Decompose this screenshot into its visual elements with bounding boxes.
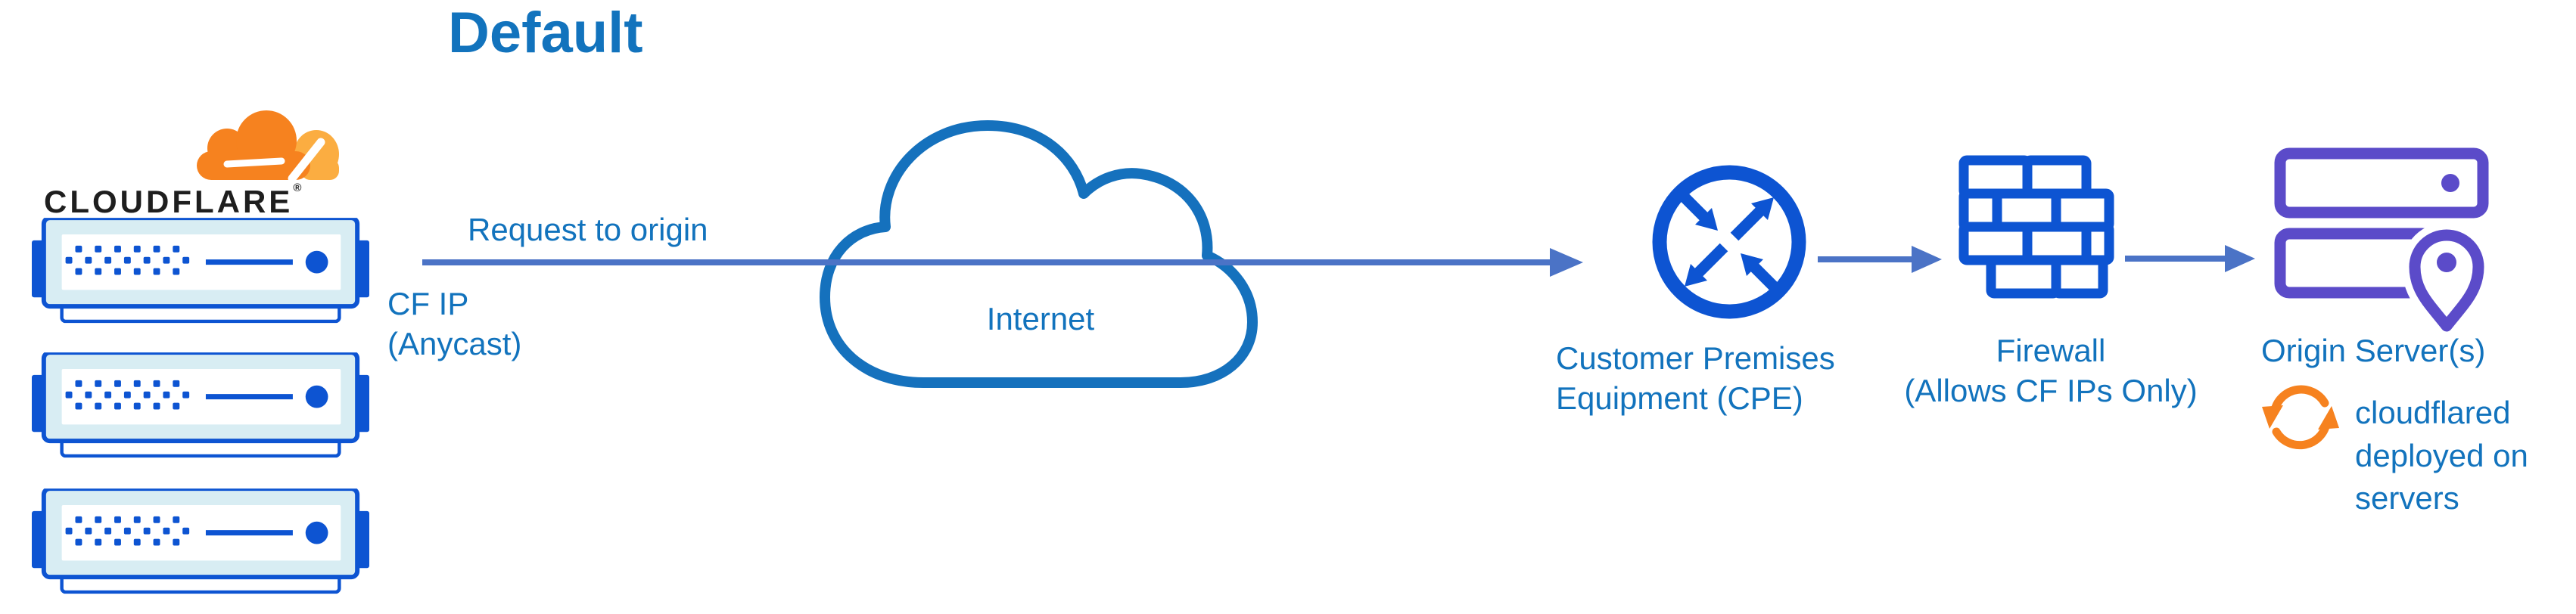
origin-server-pin-icon [2274, 147, 2491, 332]
cloudflare-server-icon [32, 352, 369, 465]
page-title: Default [448, 1, 643, 65]
cf-ip-line1: CF IP [387, 286, 469, 321]
internet-cloud-icon [820, 120, 1258, 388]
firewall-brick-icon [1958, 155, 2114, 299]
router-arrows [1674, 187, 1784, 297]
router-cpe-icon [1652, 165, 1806, 319]
cf-ip-line2: (Anycast) [387, 325, 522, 361]
cpe-label-line2: Equipment (CPE) [1556, 380, 1803, 416]
origin-servers-label: Origin Server(s) [2261, 333, 2486, 368]
firewall-label-line2: (Allows CF IPs Only) [1904, 372, 2198, 408]
registered-mark: ® [293, 181, 302, 194]
location-pin-icon [2409, 229, 2484, 332]
right-arrow-firewall-to-origin [2125, 245, 2255, 272]
cloudflare-logo-icon [197, 110, 339, 181]
cf-ip-anycast-label: CF IP (Anycast) [387, 284, 521, 364]
cloudflared-label: cloudflared deployed on servers [2355, 395, 2528, 516]
firewall-label-line1: Firewall [1996, 333, 2106, 368]
cpe-label-line1: Customer Premises [1556, 340, 1835, 376]
internet-label: Internet [986, 301, 1095, 336]
cloudflare-wordmark-text: CLOUDFLARE [44, 184, 294, 219]
cpe-label: Customer Premises Equipment (CPE) [1556, 339, 1835, 418]
right-arrow-cpe-to-firewall [1818, 246, 1942, 273]
cloudflare-server-icon [32, 488, 369, 601]
sync-arrows-icon [2262, 385, 2339, 450]
firewall-label: Firewall (Allows CF IPs Only) [1877, 331, 2225, 411]
request-to-origin-label: Request to origin [468, 212, 708, 247]
cloudflare-server-icon [32, 218, 369, 330]
cloudflare-wordmark: CLOUDFLARE® [44, 181, 301, 220]
